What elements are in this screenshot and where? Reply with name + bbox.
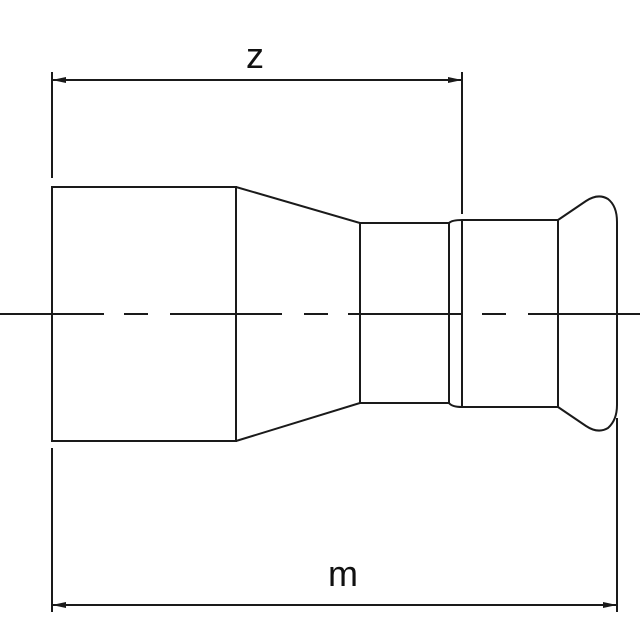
- chamfer: [448, 219, 463, 408]
- dimension-label-m: m: [328, 553, 358, 594]
- neck-section: [360, 222, 449, 404]
- dimension-label-z: z: [246, 35, 264, 76]
